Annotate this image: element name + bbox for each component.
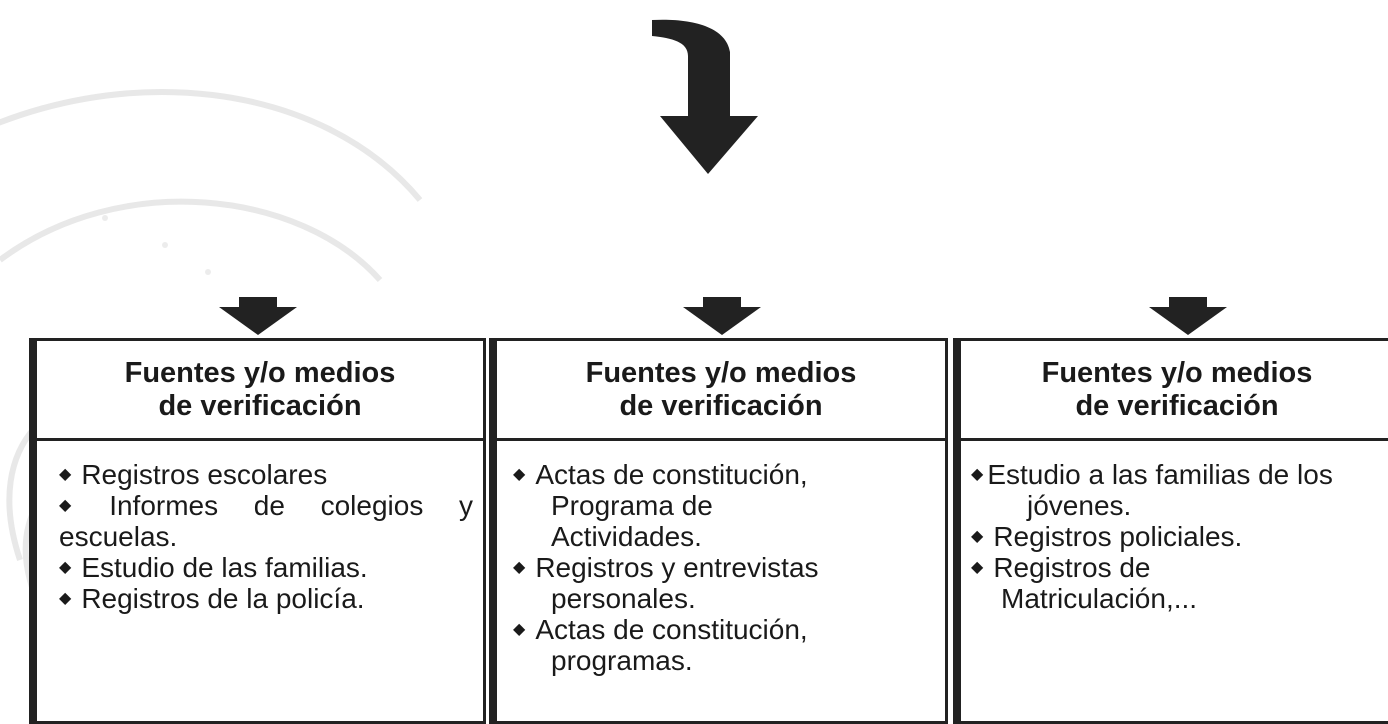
list-item-text: programas. — [551, 645, 693, 676]
list-item-text: Registros policiales. — [993, 521, 1243, 552]
list-item-text: Actividades. — [551, 521, 702, 552]
list-item-text: personales. — [551, 583, 696, 614]
list-item-text: Registros de — [993, 552, 1151, 583]
diamond-bullet-icon: ◆ — [59, 559, 72, 576]
box-title-line: de verificación — [619, 389, 823, 422]
list-item: ◆ Actas de constitución, Programa de Acti… — [513, 459, 935, 552]
list-item: ◆ Actas de constitución, programas. — [513, 614, 935, 676]
list-item: ◆ Registros escolares — [59, 459, 473, 490]
down-arrow-icon — [1149, 297, 1227, 335]
diamond-bullet-icon: ◆ — [971, 528, 984, 545]
diamond-bullet-icon: ◆ — [59, 466, 72, 483]
diamond-bullet-icon: ◆ — [971, 559, 984, 576]
list-item-text: escuelas. — [59, 521, 178, 552]
verification-list: ◆Estudio a las familias de los jóvenes. … — [961, 441, 1388, 614]
list-item: ◆ Registros y entrevistas personales. — [513, 552, 935, 614]
list-item-text: Registros escolares — [81, 459, 328, 490]
list-item-text: Informes de colegios y — [109, 490, 473, 521]
verification-box-2: Fuentes y/o medios de verificación ◆ Acta… — [494, 338, 948, 724]
list-item: ◆Estudio a las familias de los jóvenes. — [971, 459, 1388, 521]
list-item-text: Registros de la policía. — [81, 583, 365, 614]
down-arrow-icon — [683, 297, 761, 335]
box-title-line: Fuentes y/o medios — [124, 356, 396, 389]
list-item: ◆ Estudio de las familias. — [59, 552, 473, 583]
diamond-bullet-icon: ◆ — [513, 559, 526, 576]
verification-box-3: Fuentes y/o medios de verificación ◆Estu… — [958, 338, 1388, 724]
verification-box-1: Fuentes y/o medios de verificación ◆ Regi… — [34, 338, 486, 724]
list-item: ◆ Informes de colegios y escuelas. — [59, 490, 473, 552]
list-item: ◆ Registros de Matriculación,... — [971, 552, 1388, 614]
list-item-text: Registros y entrevistas — [535, 552, 819, 583]
diamond-bullet-icon: ◆ — [513, 466, 526, 483]
box-title-line: Fuentes y/o medios — [1041, 356, 1313, 389]
curved-down-arrow-icon — [652, 19, 758, 175]
list-item: ◆ Registros de la policía. — [59, 583, 473, 614]
box-title-line: de verificación — [158, 389, 362, 422]
list-item-text: Programa de — [551, 490, 713, 521]
box-title: Fuentes y/o medios de verificación — [497, 341, 945, 441]
list-item-text: Matriculación,... — [1001, 583, 1198, 614]
box-title-line: de verificación — [1075, 389, 1279, 422]
verification-list: ◆ Registros escolares ◆ Informes de colegi… — [37, 441, 483, 614]
verification-list: ◆ Actas de constitución, Programa de Acti… — [497, 441, 945, 676]
list-item-text: Estudio de las familias. — [81, 552, 368, 583]
list-item: ◆ Registros policiales. — [971, 521, 1388, 552]
list-item-text: Actas de constitución, — [535, 614, 808, 645]
diamond-bullet-icon: ◆ — [971, 466, 984, 483]
diamond-bullet-icon: ◆ — [59, 497, 100, 514]
down-arrow-icon — [219, 297, 297, 335]
box-title: Fuentes y/o medios de verificación — [37, 341, 483, 441]
list-item-text: jóvenes. — [1027, 490, 1132, 521]
diamond-bullet-icon: ◆ — [59, 590, 72, 607]
list-item-text: Actas de constitución, — [535, 459, 808, 490]
box-title: Fuentes y/o medios de verificación — [961, 341, 1388, 441]
box-title-line: Fuentes y/o medios — [585, 356, 857, 389]
diamond-bullet-icon: ◆ — [513, 621, 526, 638]
list-item-text: Estudio a las familias de los — [987, 459, 1333, 490]
